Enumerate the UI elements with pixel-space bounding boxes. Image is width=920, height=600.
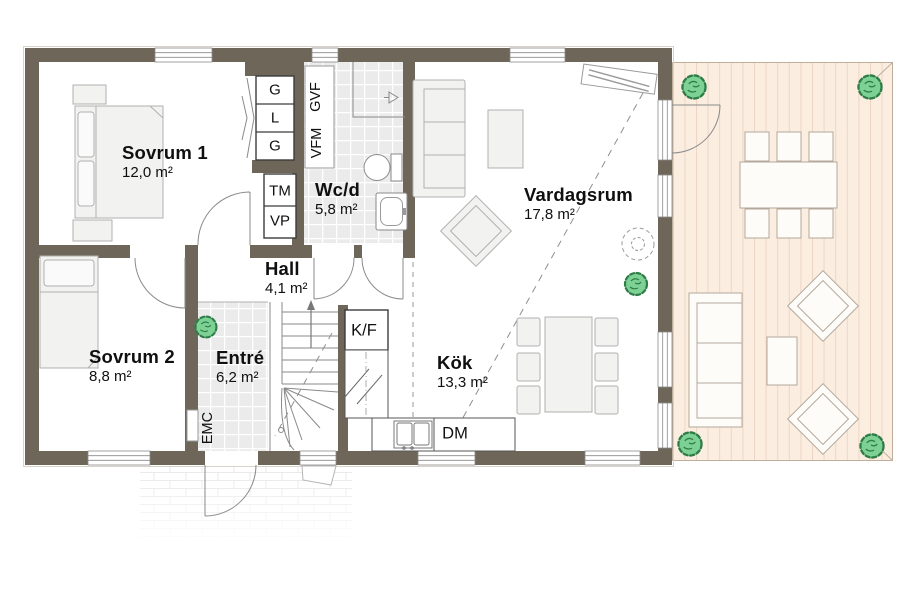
room-name: Kök bbox=[437, 352, 473, 373]
door-terrace bbox=[671, 104, 721, 154]
pillow bbox=[43, 259, 95, 287]
tag-emc: EMC bbox=[200, 411, 216, 445]
nightstand bbox=[72, 84, 107, 105]
plant-icon bbox=[623, 271, 649, 297]
chair bbox=[776, 131, 802, 162]
door-entrance bbox=[204, 464, 257, 517]
terrace-armchair bbox=[786, 382, 860, 456]
windows bbox=[87, 47, 673, 466]
ventilation-cabinet bbox=[304, 65, 335, 169]
chair bbox=[808, 208, 834, 239]
chair bbox=[594, 385, 619, 415]
room-area: 17,8 m² bbox=[524, 205, 575, 223]
stairs-up-arrow-icon bbox=[307, 300, 315, 348]
chair bbox=[516, 317, 541, 347]
closet-glg bbox=[241, 75, 295, 161]
staircase bbox=[269, 300, 339, 451]
tag-dishwasher: DM bbox=[442, 424, 468, 443]
room-label-sovrum-2: Sovrum 2 8,8 m² bbox=[89, 346, 175, 386]
room-name: Sovrum 2 bbox=[89, 346, 175, 367]
room-label-vardagsrum: Vardagsrum 17,8 m² bbox=[524, 184, 633, 224]
tag-linen-l: L bbox=[270, 109, 280, 127]
coffee-table bbox=[487, 109, 524, 169]
room-label-kok: Kök 13,3 m² bbox=[437, 352, 488, 392]
chair bbox=[744, 208, 770, 239]
room-name: Vardagsrum bbox=[524, 184, 633, 205]
tag-wardrobe-g-top: G bbox=[269, 81, 281, 99]
entrance-door-opening bbox=[205, 451, 258, 465]
tag-gvf: GVF bbox=[308, 82, 324, 112]
tag-wardrobe-g-bot: G bbox=[269, 137, 281, 155]
chair bbox=[776, 208, 802, 239]
entrance-step bbox=[301, 465, 337, 486]
room-name: Entré bbox=[216, 347, 265, 368]
room-area: 5,8 m² bbox=[315, 200, 358, 218]
terrace-armchair bbox=[786, 269, 860, 343]
plant-icon bbox=[677, 431, 703, 457]
room-area: 13,3 m² bbox=[437, 373, 488, 391]
shower-icon bbox=[352, 62, 405, 118]
door-wcd bbox=[313, 257, 355, 300]
ceiling-lines bbox=[412, 92, 655, 448]
chair bbox=[808, 131, 834, 162]
sink-icon bbox=[375, 192, 408, 231]
tag-fridge-freezer: K/F bbox=[351, 321, 377, 340]
folding-door-icon bbox=[241, 77, 255, 159]
plant-icon bbox=[859, 433, 885, 459]
plant-icon bbox=[194, 315, 218, 339]
kitchen-sink-icon bbox=[393, 420, 433, 450]
chair bbox=[516, 352, 541, 382]
pillow bbox=[77, 111, 95, 158]
room-area: 8,8 m² bbox=[89, 367, 132, 385]
room-name: Hall bbox=[265, 258, 300, 279]
room-area: 12,0 m² bbox=[122, 163, 173, 181]
pillow bbox=[77, 160, 95, 207]
chair bbox=[594, 317, 619, 347]
room-label-wcd: Wc/d 5,8 m² bbox=[315, 179, 360, 219]
room-area: 6,2 m² bbox=[216, 368, 259, 386]
outdoor-table bbox=[739, 161, 838, 209]
door-swings bbox=[134, 104, 721, 517]
terrace-coffee-table bbox=[766, 336, 798, 386]
closet-tm-vp bbox=[263, 173, 297, 239]
terrace-sofa bbox=[688, 292, 743, 428]
room-name: Sovrum 1 bbox=[122, 142, 208, 163]
door-sovrum2 bbox=[134, 257, 186, 309]
toilet-icon bbox=[363, 153, 403, 182]
tag-heat-pump: VP bbox=[269, 212, 291, 230]
chair bbox=[594, 352, 619, 382]
room-area: 4,1 m² bbox=[265, 279, 308, 297]
emc-cabinet bbox=[186, 409, 199, 442]
nightstand bbox=[72, 219, 113, 242]
dining-set bbox=[516, 316, 619, 415]
plant-icon bbox=[681, 74, 707, 100]
room-label-sovrum-1: Sovrum 1 12,0 m² bbox=[122, 142, 208, 182]
sofa bbox=[412, 79, 466, 198]
plant-icon bbox=[857, 74, 883, 100]
flue-circle-icon bbox=[621, 227, 655, 261]
dining-table bbox=[544, 316, 593, 413]
house-outline bbox=[23, 46, 674, 467]
armchair bbox=[439, 194, 513, 268]
chair bbox=[744, 131, 770, 162]
door-sovrum1 bbox=[197, 191, 251, 246]
bed-single bbox=[39, 255, 99, 369]
fridge-freezer bbox=[344, 309, 389, 351]
fireplace bbox=[580, 63, 658, 95]
tag-vfm: VFM bbox=[309, 127, 325, 159]
terrace-dining-set bbox=[739, 131, 838, 239]
interior-walls bbox=[25, 62, 415, 451]
room-label-hall: Hall 4,1 m² bbox=[265, 258, 308, 298]
kitchen-counter bbox=[343, 309, 516, 452]
bed-double bbox=[72, 84, 164, 242]
chair bbox=[516, 385, 541, 415]
room-label-entre: Entré 6,2 m² bbox=[216, 347, 264, 387]
terrace-door-glazing bbox=[657, 99, 673, 161]
tag-washing-machine: TM bbox=[269, 182, 291, 200]
door-kitchen bbox=[361, 257, 404, 300]
room-name: Wc/d bbox=[315, 179, 360, 200]
